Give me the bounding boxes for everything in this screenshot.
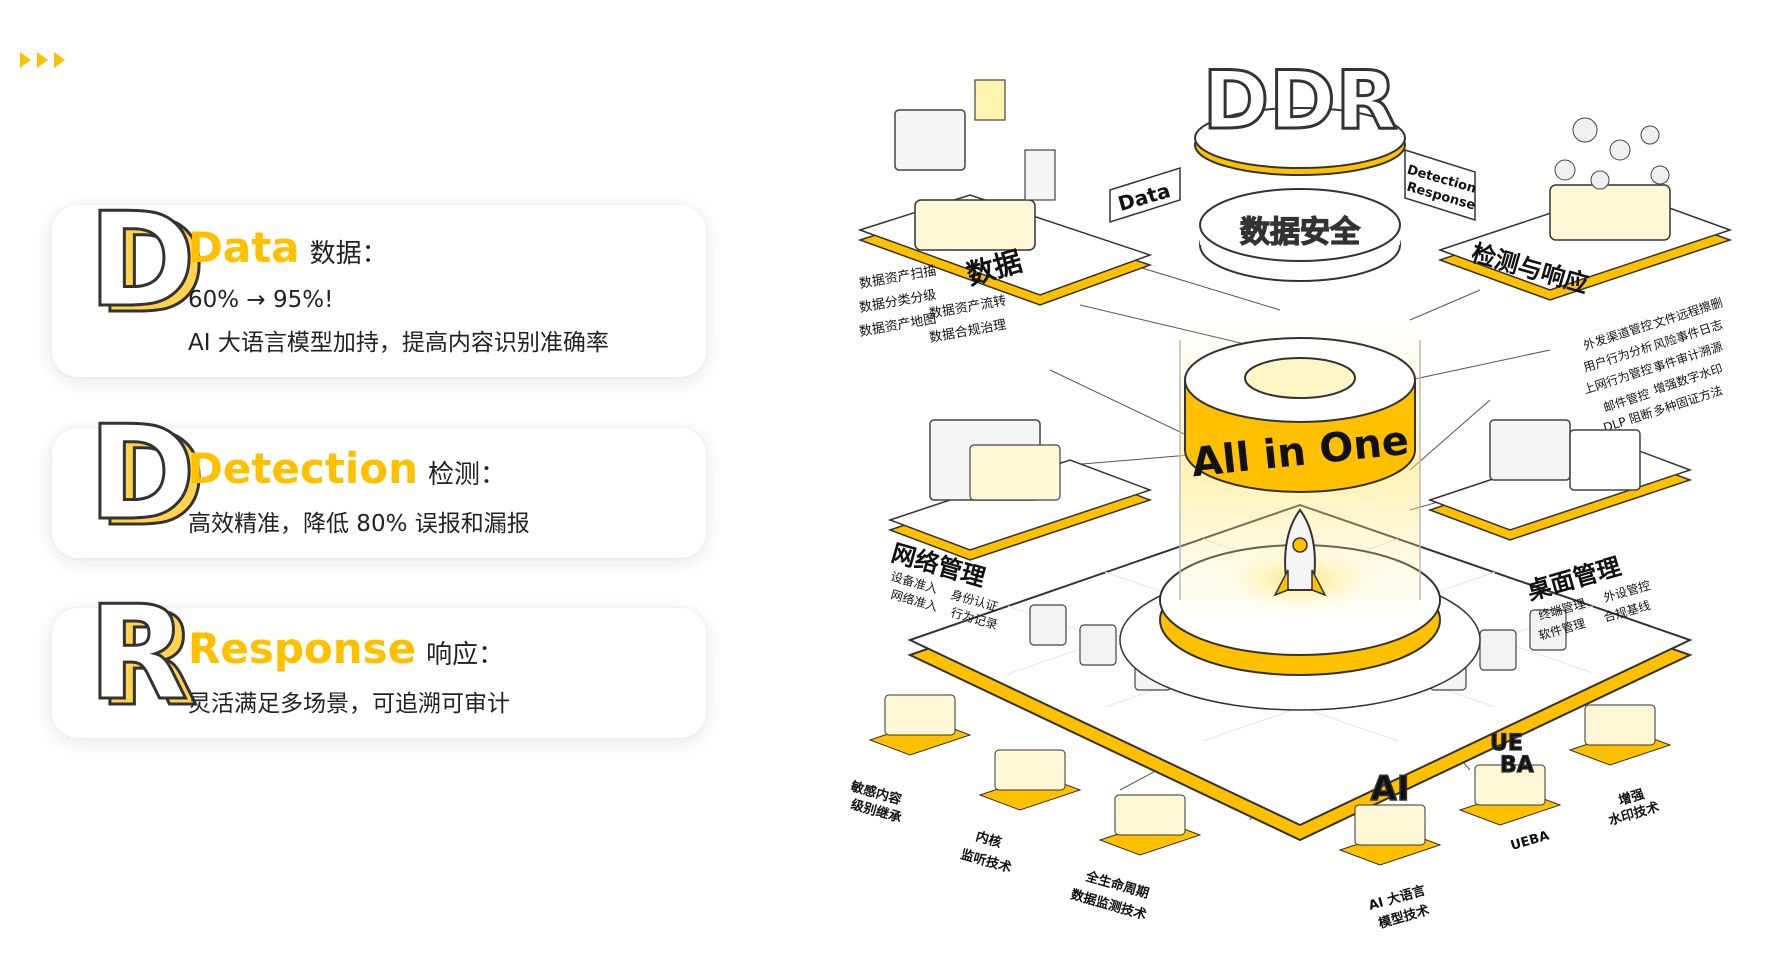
ai-icon: AI bbox=[1371, 769, 1410, 809]
detection-module: 检测与响应 外发渠道管控 文件远程擦删 用户行为分析 风险事件日志 上网行为管控… bbox=[1437, 117, 1733, 435]
tech-5-l1: UEBA bbox=[1509, 829, 1551, 854]
detection-title-zh: 检测： bbox=[428, 460, 507, 490]
central-core: All in One bbox=[1119, 330, 1481, 711]
tech-node-2: 内核 监听技术 bbox=[959, 749, 1082, 876]
tech-2-l1: 内核 bbox=[974, 828, 1003, 851]
tech-node-6: 增强 水印技术 bbox=[1568, 704, 1672, 829]
detection-title-en: Detection bbox=[188, 444, 419, 493]
detection-card: D D Detection 检测： 高效精准，降低 80% 误报和漏报 bbox=[52, 406, 706, 558]
tech-2-l2: 监听技术 bbox=[959, 846, 1013, 876]
data-item-2: 数据资产流转 bbox=[928, 294, 1007, 322]
data-title-zh: 数据： bbox=[309, 239, 388, 269]
response-line-1: 灵活满足多场景，可追溯可审计 bbox=[188, 691, 510, 717]
letter-r-3d-icon: R R bbox=[87, 586, 200, 736]
detect-module-items: 外发渠道管控 文件远程擦删 用户行为分析 风险事件日志 上网行为管控 事件审计溯… bbox=[1581, 294, 1724, 435]
rocket-icon bbox=[1273, 508, 1327, 597]
response-title-zh: 响应： bbox=[426, 640, 505, 670]
ueba-icon-top: UE bbox=[1490, 731, 1523, 756]
ddr-top: 数据安全 DDR bbox=[1194, 53, 1406, 282]
letter-r-shadow: R bbox=[98, 586, 198, 735]
tech-node-5: UE BA UEBA bbox=[1458, 730, 1562, 854]
letter-d-3d-icon: D D bbox=[87, 193, 208, 343]
letter-d-front: D bbox=[88, 406, 196, 549]
center-title: 数据安全 bbox=[1240, 215, 1361, 250]
app-icons bbox=[1554, 117, 1670, 190]
letter-d-front: D bbox=[88, 193, 196, 336]
data-line-1: 60% → 95%! bbox=[188, 287, 334, 313]
detection-title: Detection 检测： bbox=[188, 444, 506, 493]
data-item-4: 数据合规治理 bbox=[928, 318, 1007, 346]
data-card: D D Data 数据： 60% → 95%! AI 大语言模型加持，提高内容识… bbox=[52, 193, 706, 377]
ueba-icon-bottom: BA bbox=[1500, 753, 1534, 778]
data-title-en: Data bbox=[188, 223, 300, 272]
network-module: 网络管理 设备准入 身份认证 网络准入 行为记录 bbox=[887, 419, 1153, 632]
data-item-3: 数据分类分级 bbox=[858, 288, 937, 316]
ddr-logo: DDR bbox=[1203, 54, 1397, 147]
detection-line-1: 高效精准，降低 80% 误报和漏报 bbox=[188, 511, 530, 537]
letter-r-front: R bbox=[88, 586, 188, 729]
arrow-bullets-icon bbox=[20, 52, 65, 68]
detection-response-tag: Detection Response bbox=[1404, 148, 1478, 222]
data-title: Data 数据： bbox=[188, 223, 388, 272]
data-module: 数据 数据资产扫描 数据资产流转 数据分类分级 数据合规治理 数据资产地图 bbox=[857, 79, 1153, 346]
letter-d-shadow: D bbox=[98, 406, 206, 555]
response-card: R R Response 响应： 灵活满足多场景，可追溯可审计 bbox=[52, 586, 706, 738]
data-tag: Data bbox=[1109, 166, 1181, 224]
letter-d-shadow: D bbox=[98, 193, 206, 342]
data-line-2: AI 大语言模型加持，提高内容识别准确率 bbox=[188, 330, 609, 356]
data-item-1: 数据资产扫描 bbox=[858, 264, 937, 292]
tech-node-4: AI AI 大语言 模型技术 bbox=[1338, 768, 1442, 932]
tech-node-3: 全生命周期 数据监测技术 bbox=[1069, 794, 1202, 923]
tech-node-1: 敏感内容 级别继承 bbox=[850, 694, 972, 826]
response-title: Response 响应： bbox=[188, 624, 504, 673]
response-title-en: Response bbox=[188, 624, 417, 673]
letter-d-3d-icon: D D bbox=[87, 406, 208, 556]
tech-nodes: 敏感内容 级别继承 内核 监听技术 全生命周期 数据监测技术 AI AI 大语言… bbox=[850, 694, 1672, 932]
tech-6-l1: 增强 bbox=[1617, 786, 1646, 809]
ddr-architecture-diagram: All in One 数据安全 DDR Data Detection Respo… bbox=[850, 53, 1733, 932]
data-item-5: 数据资产地图 bbox=[858, 312, 937, 340]
